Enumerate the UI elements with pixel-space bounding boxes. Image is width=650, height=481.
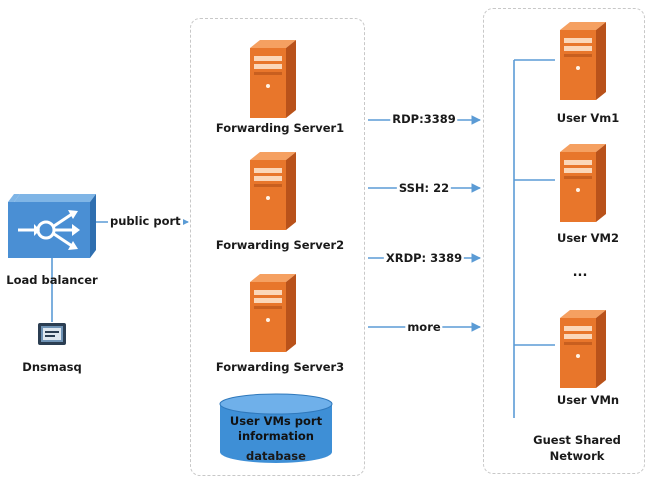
load-balancer-icon [8,194,96,258]
ssh-label: SSH: 22 [396,181,452,195]
network-label-line2: Network [549,449,605,463]
guest-network-panel [483,8,645,474]
vm-server-icon [560,22,606,100]
user-vm2-label: User VM2 [556,231,620,245]
forwarding-server-1-label: Forwarding Server1 [215,121,345,135]
more-label: more [405,320,443,334]
server-icon [250,152,296,230]
database-label-line3: database [246,449,306,463]
public-port-label: public port [108,214,183,228]
database-icon [219,393,333,463]
forwarding-server-3-label: Forwarding Server3 [215,360,345,374]
vm-ellipsis: ... [572,265,588,280]
rdp-label: RDP:3389 [390,112,458,126]
xrdp-label: XRDP: 3389 [383,251,465,265]
database-label-line1: User VMs port [229,414,323,428]
forwarding-servers-panel [190,18,365,476]
dnsmasq-icon [38,323,66,345]
vm-server-icon [560,310,606,388]
server-icon [250,274,296,352]
vm-server-icon [560,144,606,222]
database-label-line2: information [238,429,314,443]
user-vmn-label: User VMn [556,393,620,407]
forwarding-server-2-label: Forwarding Server2 [215,238,345,252]
user-vm1-label: User Vm1 [556,111,620,125]
load-balancer-label: Load balancer [6,273,98,287]
dnsmasq-label: Dnsmasq [22,360,82,374]
server-icon [250,40,296,118]
network-label-line1: Guest Shared [533,433,621,447]
